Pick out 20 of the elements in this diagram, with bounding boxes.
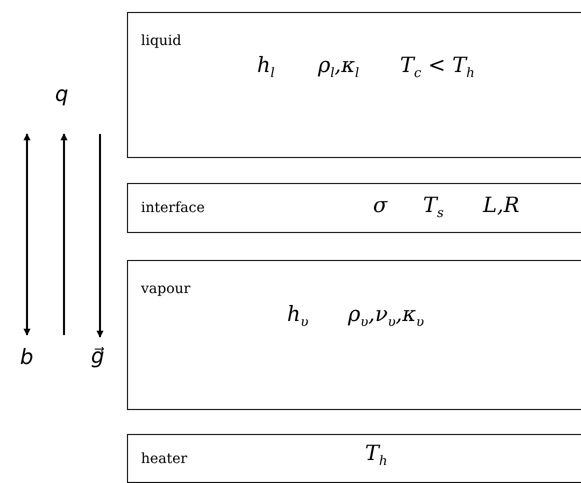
layer-box	[127, 434, 581, 483]
symbol-label: q	[55, 82, 68, 106]
formula: h$_{υ}$	[287, 302, 308, 330]
layer-label: vapour	[141, 281, 190, 297]
formula: T$_{c}$ < T$_{h}$	[400, 53, 475, 82]
symbol-label: b	[20, 345, 34, 369]
formula: L,R	[483, 193, 520, 217]
formula: ρ$_{l}$,κ$_{l}$	[318, 53, 360, 82]
formula: h$_{l}$	[257, 53, 275, 82]
layer-box	[127, 183, 581, 233]
formula: T$_{h}$	[365, 441, 388, 470]
formula: σ	[373, 193, 388, 217]
layer-label: heater	[141, 451, 188, 467]
layer-box	[127, 12, 581, 158]
symbol-label: g⃗	[91, 344, 104, 368]
layer-label: interface	[141, 200, 205, 216]
formula: T$_{s}$	[423, 193, 444, 222]
formula: ρ$_{υ}$,ν$_{υ}$,κ$_{υ}$	[348, 302, 424, 330]
layer-box	[127, 260, 581, 410]
layer-label: liquid	[141, 33, 182, 49]
